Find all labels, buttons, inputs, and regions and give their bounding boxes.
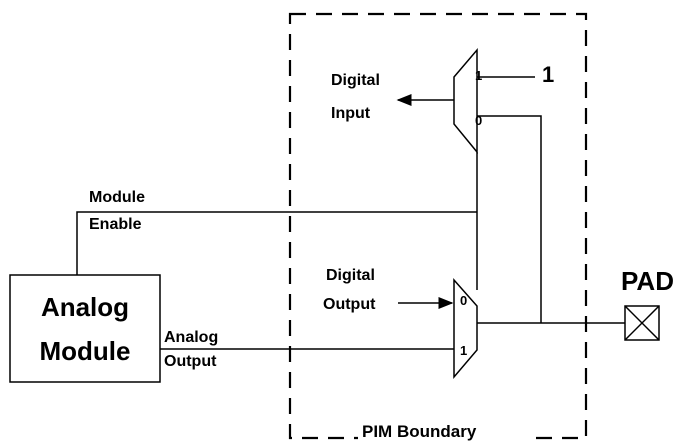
analog-module-label-2: Module — [40, 336, 131, 366]
pad-cross-2 — [624, 305, 660, 341]
boundary-label-bg — [358, 421, 530, 441]
pad-feedback-wire — [477, 115, 542, 323]
digital-output-label-1: Digital — [326, 267, 375, 284]
analog-module-label-1: Analog — [41, 292, 129, 322]
analog-module-box — [9, 274, 161, 383]
digital-output-mux — [453, 278, 478, 380]
digital-input-label-1: Digital — [331, 72, 380, 89]
mux-top-input-0: 0 — [475, 113, 482, 128]
module-enable-label-2: Enable — [89, 216, 142, 233]
digital-input-mux — [453, 47, 478, 155]
pim-boundary-label: PIM Boundary — [362, 422, 477, 441]
digital-input-label-2: Input — [331, 105, 371, 122]
analog-output-label-1: Analog — [164, 329, 218, 346]
mux-top-input-1: 1 — [475, 68, 482, 83]
module-enable-label-1: Module — [89, 189, 145, 206]
digital-output-label-2: Output — [323, 296, 376, 313]
constant-one-label: 1 — [542, 62, 554, 87]
pad-label: PAD — [621, 266, 674, 296]
module-enable-wire — [76, 211, 477, 275]
mux-bottom-input-1: 1 — [460, 343, 467, 358]
mux-bottom-input-0: 0 — [460, 293, 467, 308]
analog-output-label-2: Output — [164, 353, 217, 370]
